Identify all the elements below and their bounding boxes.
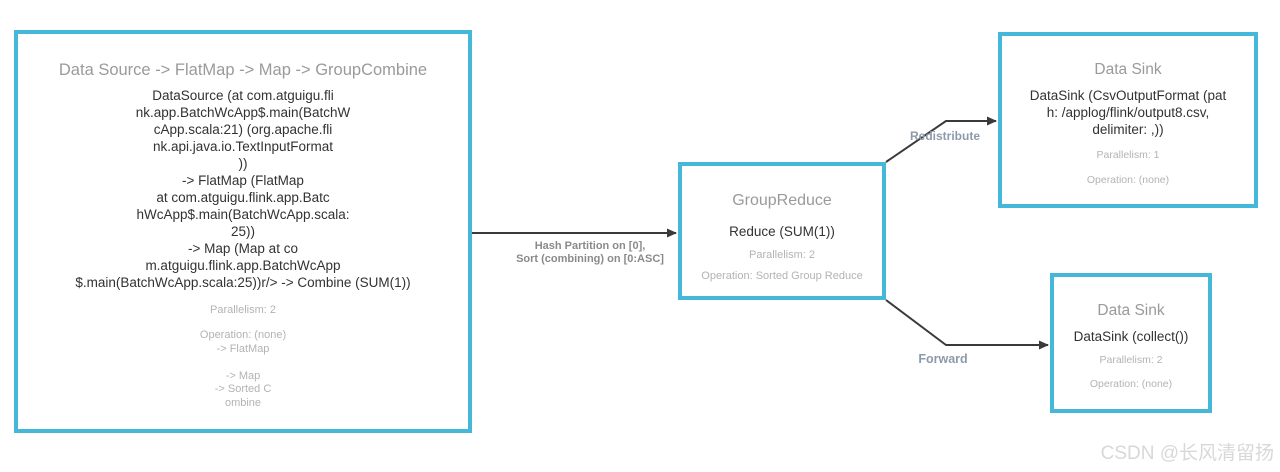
node-description: DataSource (at com.atguigu.fli nk.app.Ba… [75,88,411,290]
node-title: Data Source -> FlatMap -> Map -> GroupCo… [58,61,428,79]
node-data-sink-collect[interactable]: Data Sink DataSink (collect()) Paralleli… [1050,273,1212,413]
node-operation: Operation: (none) -> FlatMap -> Map -> S… [199,329,287,409]
node-parallelism: Parallelism: 2 [748,249,816,261]
node-operation: Operation: (none) [1086,174,1170,186]
node-operation: Operation: Sorted Group Reduce [701,270,863,282]
node-parallelism: Parallelism: 1 [1096,149,1160,161]
node-data-source-chain[interactable]: Data Source -> FlatMap -> Map -> GroupCo… [14,30,472,433]
edge-label-forward: Forward [918,352,968,366]
node-description: Reduce (SUM(1)) [729,224,835,239]
node-parallelism: Parallelism: 2 [1099,354,1163,366]
edge-forward-arrow [885,299,1049,350]
node-parallelism: Parallelism: 2 [209,304,277,316]
node-title: GroupReduce [732,192,832,209]
node-description: DataSink (collect()) [1073,329,1189,344]
node-title: Data Sink [1094,61,1162,78]
node-operation: Operation: (none) [1089,378,1173,390]
node-description: DataSink (CsvOutputFormat (pat h: /applo… [1029,88,1227,137]
csdn-watermark: CSDN @长风清留扬 [1100,443,1274,464]
edge-label-redistribute: Redistribute [909,129,980,143]
node-group-reduce[interactable]: GroupReduce Reduce (SUM(1)) Parallelism:… [678,162,886,300]
edge-label-hash-partition: Hash Partition on [0], Sort (combining) … [516,240,664,265]
node-data-sink-csv[interactable]: Data Sink DataSink (CsvOutputFormat (pat… [998,32,1258,208]
node-title: Data Sink [1097,302,1165,319]
